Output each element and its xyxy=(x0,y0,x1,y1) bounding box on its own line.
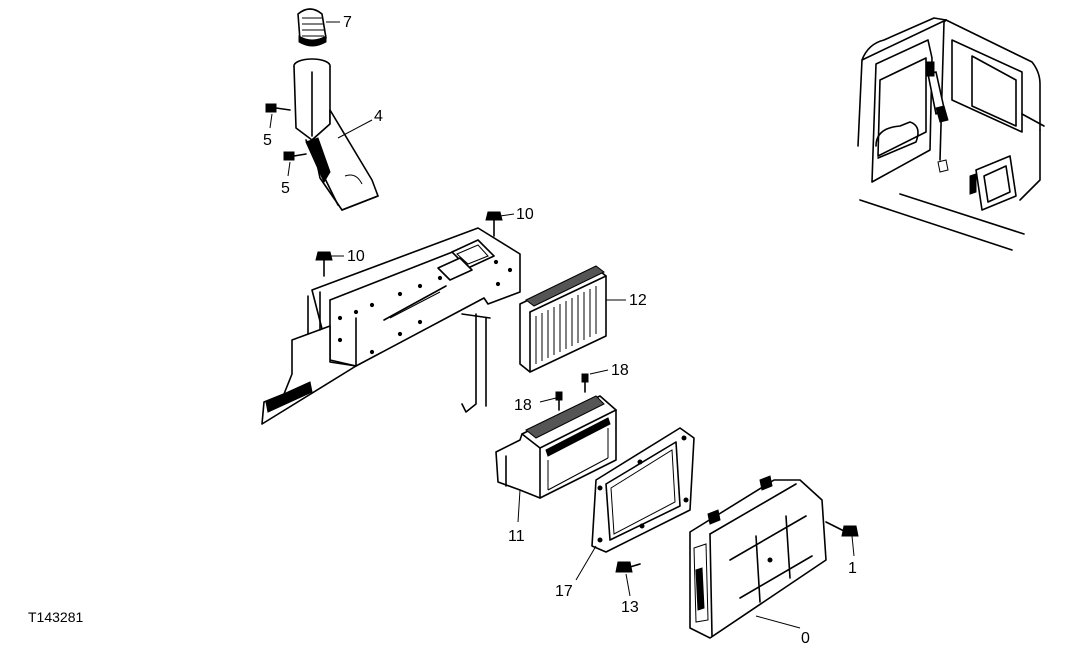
bracket-frame xyxy=(261,227,521,425)
callout-11: 11 xyxy=(508,528,525,545)
part-1-screw xyxy=(825,521,859,537)
callout-13: 13 xyxy=(621,599,639,616)
callout-1: 1 xyxy=(848,560,857,577)
callout-4: 4 xyxy=(374,108,383,125)
callout-5-lower: 5 xyxy=(281,180,290,197)
callout-12: 12 xyxy=(629,292,647,309)
callout-18-left: 18 xyxy=(514,397,532,414)
figure-id: T143281 xyxy=(28,609,83,625)
part-13-screw xyxy=(615,561,641,573)
callout-18-right: 18 xyxy=(611,362,629,379)
part-7-cap xyxy=(297,8,327,47)
callout-5-upper: 5 xyxy=(263,132,272,149)
leader-lines xyxy=(269,21,855,629)
callout-0: 0 xyxy=(801,630,810,647)
callout-labels: 7 4 5 5 10 10 12 18 18 11 17 13 1 0 T143… xyxy=(28,14,857,647)
part-11-housing xyxy=(495,395,617,499)
frame-holes xyxy=(337,259,513,355)
part-10-bolts xyxy=(315,211,503,277)
part-5-screws xyxy=(265,103,307,161)
part-12-filter xyxy=(519,265,607,373)
part-4-duct xyxy=(293,58,379,211)
part-0-cover xyxy=(689,475,827,639)
callout-7: 7 xyxy=(343,14,352,31)
machine-cab-inset xyxy=(857,17,1045,251)
part-17-gasket xyxy=(591,427,695,553)
part-18-screws xyxy=(555,373,589,411)
callout-10-left: 10 xyxy=(347,248,365,265)
callout-17: 17 xyxy=(555,583,573,600)
callout-10-right: 10 xyxy=(516,206,534,223)
